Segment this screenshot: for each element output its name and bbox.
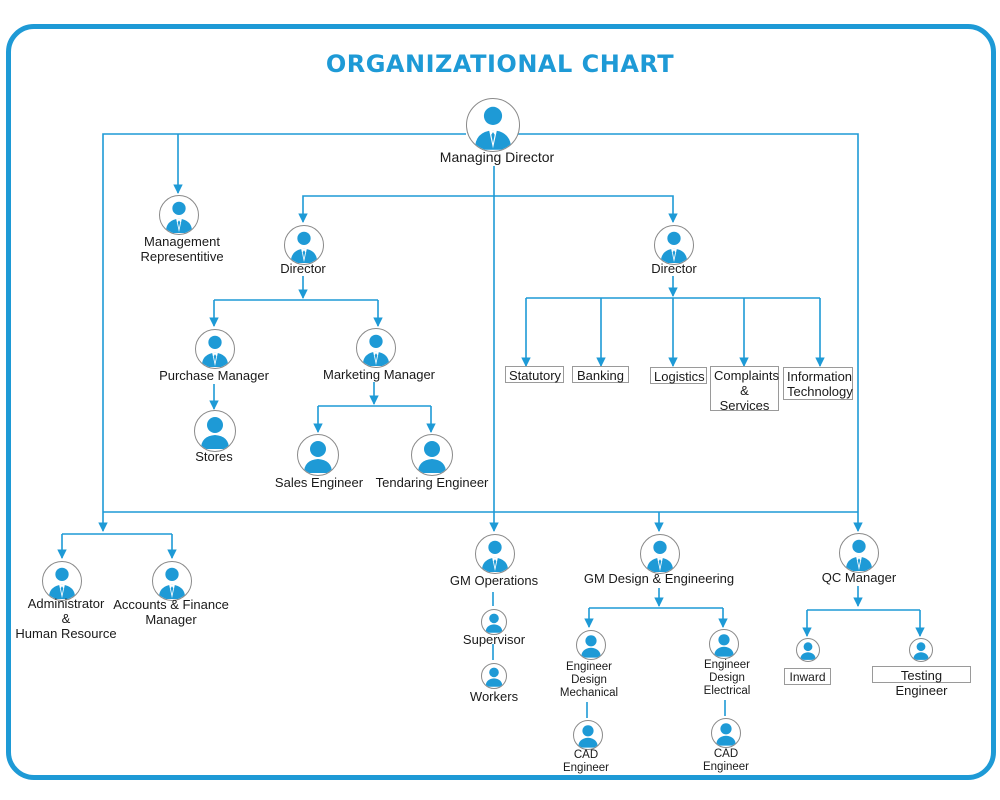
connector-inward xyxy=(807,609,920,636)
connector-director-right xyxy=(494,195,678,223)
connector-cad xyxy=(586,700,726,718)
node-director-right: Director xyxy=(651,261,697,276)
connector-md-left xyxy=(102,133,466,512)
chart-title: ORGANIZATIONAL CHART xyxy=(325,50,675,78)
node-supervisor: Supervisor xyxy=(462,632,526,647)
person-tie-icon xyxy=(640,534,680,574)
person-icon xyxy=(573,720,603,750)
node-engineer-design-electrical: Engineer Design Electrical xyxy=(703,659,751,697)
person-icon xyxy=(297,434,339,476)
person-icon xyxy=(481,609,507,635)
node-director-left: Director xyxy=(280,261,326,276)
node-gm-design-engineering: GM Design & Engineering xyxy=(583,571,735,586)
node-marketing-manager: Marketing Manager xyxy=(323,367,435,382)
node-workers: Workers xyxy=(469,689,519,704)
connector-director-left xyxy=(303,166,495,222)
person-tie-icon xyxy=(284,225,324,265)
person-tie-icon xyxy=(195,329,235,369)
node-testing-engineer: Testing Engineer xyxy=(872,666,971,698)
node-inward: Inward xyxy=(784,668,831,685)
node-administrator-hr: Administrator & Human Resource xyxy=(15,596,117,641)
dept-information-technology: Information Technology xyxy=(783,367,853,400)
node-purchase-manager: Purchase Manager xyxy=(159,368,269,383)
connector-eng-mech xyxy=(589,607,723,627)
connector-purchase xyxy=(214,299,378,326)
person-icon xyxy=(909,638,933,662)
dept-complaints-services: Complaints & Services xyxy=(710,366,779,413)
person-tie-icon xyxy=(152,561,192,601)
node-stores: Stores xyxy=(195,449,233,464)
person-icon xyxy=(194,410,236,452)
person-icon xyxy=(709,629,739,659)
person-icon xyxy=(796,638,820,662)
node-management-representative: Management Representitive xyxy=(140,234,224,264)
node-engineer-design-mechanical: Engineer Design Mechanical xyxy=(559,661,619,699)
person-tie-icon xyxy=(475,534,515,574)
person-icon xyxy=(576,630,606,660)
person-icon xyxy=(411,434,453,476)
node-sales-engineer: Sales Engineer xyxy=(274,475,364,490)
person-tie-icon xyxy=(839,533,879,573)
person-icon xyxy=(711,718,741,748)
node-managing-director: Managing Director xyxy=(439,149,555,165)
node-cad-engineer-left: CAD Engineer xyxy=(562,749,610,774)
node-tendaring-engineer: Tendaring Engineer xyxy=(375,475,489,490)
dept-banking: Banking xyxy=(572,366,629,383)
person-tie-icon xyxy=(654,225,694,265)
person-icon xyxy=(481,663,507,689)
node-qc-manager: QC Manager xyxy=(821,570,897,585)
node-cad-engineer-right: CAD Engineer xyxy=(702,748,750,773)
connector-admin xyxy=(62,533,172,558)
dept-statutory: Statutory xyxy=(505,366,564,383)
node-gm-operations: GM Operations xyxy=(449,573,539,588)
person-tie-icon xyxy=(466,98,520,152)
person-tie-icon xyxy=(356,328,396,368)
connector-md-right xyxy=(518,133,859,512)
connector-sales xyxy=(318,405,431,432)
person-tie-icon xyxy=(159,195,199,235)
person-tie-icon xyxy=(42,561,82,601)
node-accounts-finance: Accounts & Finance Manager xyxy=(113,597,229,627)
dept-logistics: Logistics xyxy=(650,367,707,384)
